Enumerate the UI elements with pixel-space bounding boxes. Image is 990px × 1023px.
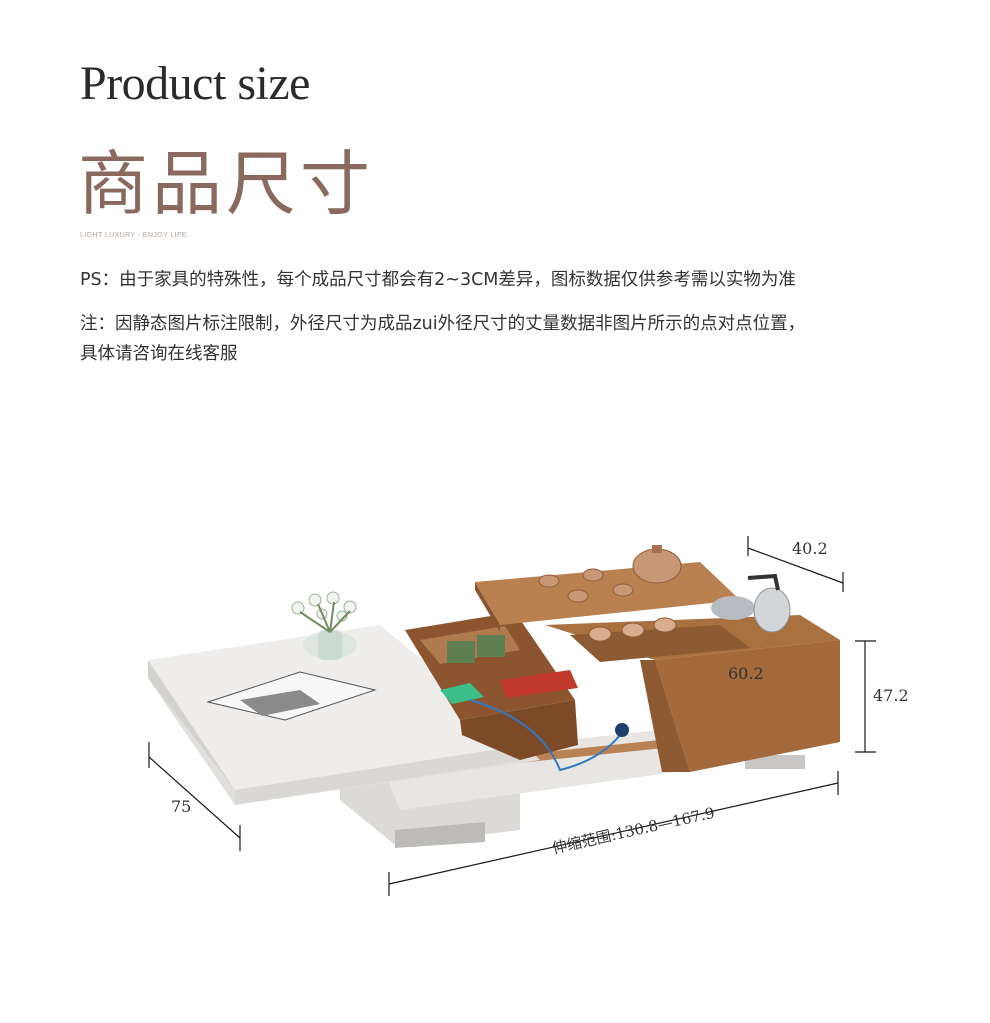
title-chinese: 商品尺寸	[78, 143, 374, 225]
note-dimension-line2: 具体请咨询在线客服	[80, 344, 238, 364]
tea-tray-lid	[475, 562, 740, 625]
dimension-depth: 75	[171, 797, 192, 816]
kettle	[753, 587, 791, 633]
title-english: Product size	[80, 57, 310, 110]
teacups	[538, 568, 634, 603]
phone	[440, 683, 484, 704]
dimension-lines	[148, 536, 876, 896]
teapot	[632, 548, 682, 584]
vase	[318, 630, 342, 660]
tea-box	[500, 670, 578, 698]
dimension-tray-width: 60.2	[728, 664, 764, 683]
note-ps: PS：由于家具的特殊性，每个成品尺寸都会有2~3CM差异，图标数据仅供参考需以实…	[80, 270, 796, 290]
induction-pot	[711, 596, 755, 620]
white-top-slab	[148, 625, 525, 790]
tea-canister	[447, 641, 475, 663]
power-socket	[615, 723, 629, 737]
charging-cable	[469, 699, 621, 772]
note-dimension-line1: 注：因静态图片标注限制，外径尺寸为成品zui外径尺寸的丈量数据非图片所示的点对点…	[80, 314, 806, 334]
dimension-top-depth: 40.2	[792, 539, 828, 558]
tea-tray	[570, 625, 750, 662]
dimension-height: 47.2	[873, 686, 909, 705]
tagline: LIGHT LUXURY - ENJOY LIFE	[80, 232, 187, 239]
